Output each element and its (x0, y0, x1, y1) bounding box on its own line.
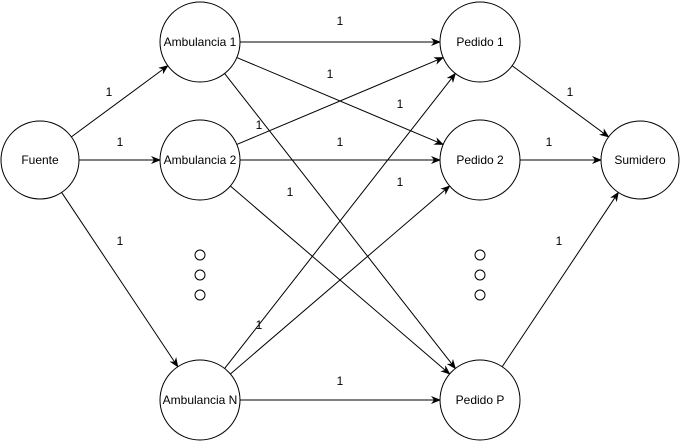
edge-label-fuente-amb2: 1 (117, 135, 124, 149)
node-ped1: Pedido 1 (439, 1, 521, 83)
node-label: Pedido 2 (456, 153, 504, 167)
edge-fuente-to-amb1 (71, 65, 169, 138)
node-circle (159, 119, 241, 201)
edge-label-ambN-ped2: 1 (397, 175, 404, 189)
node-label: Ambulancia 1 (164, 35, 237, 49)
node-amb1: Ambulancia 1 (159, 1, 241, 83)
edge-ambN-to-ped1 (224, 72, 456, 369)
ellipsis-dot (474, 249, 486, 261)
ellipsis-dot (474, 289, 486, 301)
ellipsis-dot (194, 289, 206, 301)
node-sumidero: Sumidero (600, 120, 680, 200)
ambulance-ellipsis (194, 249, 206, 301)
edge-label-amb2-ped2: 1 (337, 135, 344, 149)
node-circle (159, 1, 241, 83)
node-ped2: Pedido 2 (439, 119, 521, 201)
edges-layer (61, 38, 619, 404)
node-label: Sumidero (614, 153, 666, 167)
node-circle (600, 120, 680, 200)
order-ellipsis (474, 249, 486, 301)
edge-label-fuente-amb1: 1 (106, 85, 113, 99)
edge-ped1-to-sumidero (511, 65, 610, 138)
edge-label-amb1-ped2: 1 (327, 67, 334, 81)
node-circle (439, 119, 521, 201)
edge-label-extra: 1 (256, 118, 263, 132)
node-pedP: Pedido P (439, 359, 521, 441)
node-circle (159, 359, 241, 441)
edge-label-ambN-pedP: 1 (337, 374, 344, 388)
node-label: Ambulancia 2 (164, 153, 237, 167)
node-label: Ambulancia N (163, 393, 238, 407)
node-circle (0, 120, 80, 200)
edge-fuente-to-ambN (61, 192, 179, 368)
edge-label-pedP-sumidero: 1 (556, 234, 563, 248)
node-label: Pedido P (456, 393, 505, 407)
edge-label-amb2-pedP: 1 (287, 185, 294, 199)
edge-label-extra: 1 (256, 318, 263, 332)
node-label: Pedido 1 (456, 35, 504, 49)
edge-ambN-to-ped2 (230, 185, 451, 375)
node-circle (439, 359, 521, 441)
ellipsis-dot (194, 269, 206, 281)
node-amb2: Ambulancia 2 (159, 119, 241, 201)
ellipsis-dot (474, 269, 486, 281)
edge-amb2-to-ped1 (236, 57, 445, 145)
edge-label-amb1-ped1: 1 (337, 14, 344, 28)
node-label: Fuente (21, 153, 59, 167)
edge-label-fuente-ambN: 1 (117, 234, 124, 248)
edge-pedP-to-sumidero (501, 191, 619, 367)
node-circle (439, 1, 521, 83)
edge-label-ped1-sumidero: 1 (567, 85, 574, 99)
edge-labels-layer: 1 1 1 1 1 1 1 1 1 1 1 1 1 (106, 14, 574, 388)
ellipsis-dot (194, 249, 206, 261)
node-fuente: Fuente (0, 120, 80, 200)
edge-label-amb2-ped1: 1 (397, 97, 404, 111)
edge-label-ped2-sumidero: 1 (546, 135, 553, 149)
node-ambN: Ambulancia N (159, 359, 241, 441)
